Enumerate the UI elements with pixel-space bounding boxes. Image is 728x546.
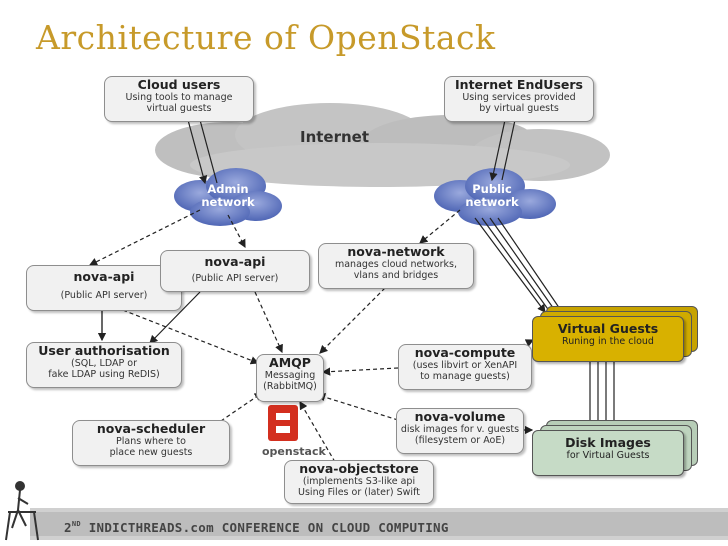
footer-bar (30, 508, 728, 540)
user-authorisation-desc: (SQL, LDAP or fake LDAP using ReDIS) (48, 358, 160, 380)
nova-compute-desc: (uses libvirt or XenAPI to manage guests… (412, 360, 518, 382)
amqp-title: AMQP (269, 355, 311, 370)
nova-scheduler-desc: Plans where to place new guests (109, 436, 193, 458)
nova-objectstore-title: nova-objectstore (299, 461, 419, 476)
speaker-figure-icon (5, 481, 39, 541)
nova-volume-box: nova-volume disk images for v. guests (f… (396, 408, 524, 454)
disk-images-title: Disk Images (565, 435, 651, 450)
disk-images-box: Disk Images for Virtual Guests (532, 430, 684, 476)
nova-compute-title: nova-compute (414, 345, 516, 360)
nova-scheduler-title: nova-scheduler (96, 421, 206, 436)
nova-api-left-title: nova-api (73, 269, 135, 284)
amqp-desc: Messaging (RabbitMQ) (263, 370, 317, 392)
admin-network-label: Admin network (201, 182, 255, 209)
openstack-logo (268, 405, 298, 441)
internet-label: Internet (300, 128, 370, 146)
nova-network-box: nova-network manages cloud networks, vla… (318, 243, 474, 289)
virtual-guests-desc: Runing in the cloud (562, 336, 654, 347)
footer-sup: ND (71, 520, 81, 528)
nova-api-center-box: nova-api (Public API server) (160, 250, 310, 292)
virtual-guests-title: Virtual Guests (557, 321, 659, 336)
internet-endusers-desc: Using services provided by virtual guest… (462, 92, 576, 114)
slide-title: Architecture of OpenStack (36, 18, 496, 57)
nova-volume-desc: disk images for v. guests (filesystem or… (400, 424, 520, 446)
internet-endusers-title: Internet EndUsers (455, 77, 583, 92)
cloud-users-desc: Using tools to manage virtual guests (125, 92, 233, 114)
footer-prefix: 2 (64, 520, 72, 535)
footer-conference-text: 2ND INDICTHREADS.com CONFERENCE ON CLOUD… (64, 520, 449, 535)
nova-api-left-desc: (Public API server) (60, 290, 148, 301)
public-network-cloud (434, 168, 556, 226)
nova-objectstore-box: nova-objectstore (implements S3-like api… (284, 460, 434, 504)
nova-api-center-desc: (Public API server) (191, 273, 279, 284)
cloud-users-title: Cloud users (137, 77, 221, 92)
disk-images-desc: for Virtual Guests (566, 450, 650, 461)
amqp-box: AMQP Messaging (RabbitMQ) (256, 354, 324, 402)
nova-network-title: nova-network (347, 244, 445, 259)
nova-volume-title: nova-volume (414, 409, 506, 424)
nova-objectstore-desc: (implements S3-like api Using Files or (… (298, 476, 420, 498)
internet-endusers-box: Internet EndUsers Using services provide… (444, 76, 594, 122)
admin-network-cloud (174, 168, 282, 226)
footer-main-text: INDICTHREADS.com CONFERENCE ON CLOUD COM… (88, 520, 449, 535)
public-network-label: Public network (465, 182, 519, 209)
nova-network-desc: manages cloud networks, vlans and bridge… (334, 259, 458, 281)
user-authorisation-box: User authorisation (SQL, LDAP or fake LD… (26, 342, 182, 388)
openstack-logo-text: openstack (262, 445, 326, 458)
cloud-users-box: Cloud users Using tools to manage virtua… (104, 76, 254, 122)
user-authorisation-title: User authorisation (38, 343, 170, 358)
nova-api-left-box: nova-api (Public API server) (26, 265, 182, 311)
virtual-guests-box: Virtual Guests Runing in the cloud (532, 316, 684, 362)
nova-compute-box: nova-compute (uses libvirt or XenAPI to … (398, 344, 532, 390)
nova-api-center-title: nova-api (204, 254, 266, 269)
nova-scheduler-box: nova-scheduler Plans where to place new … (72, 420, 230, 466)
